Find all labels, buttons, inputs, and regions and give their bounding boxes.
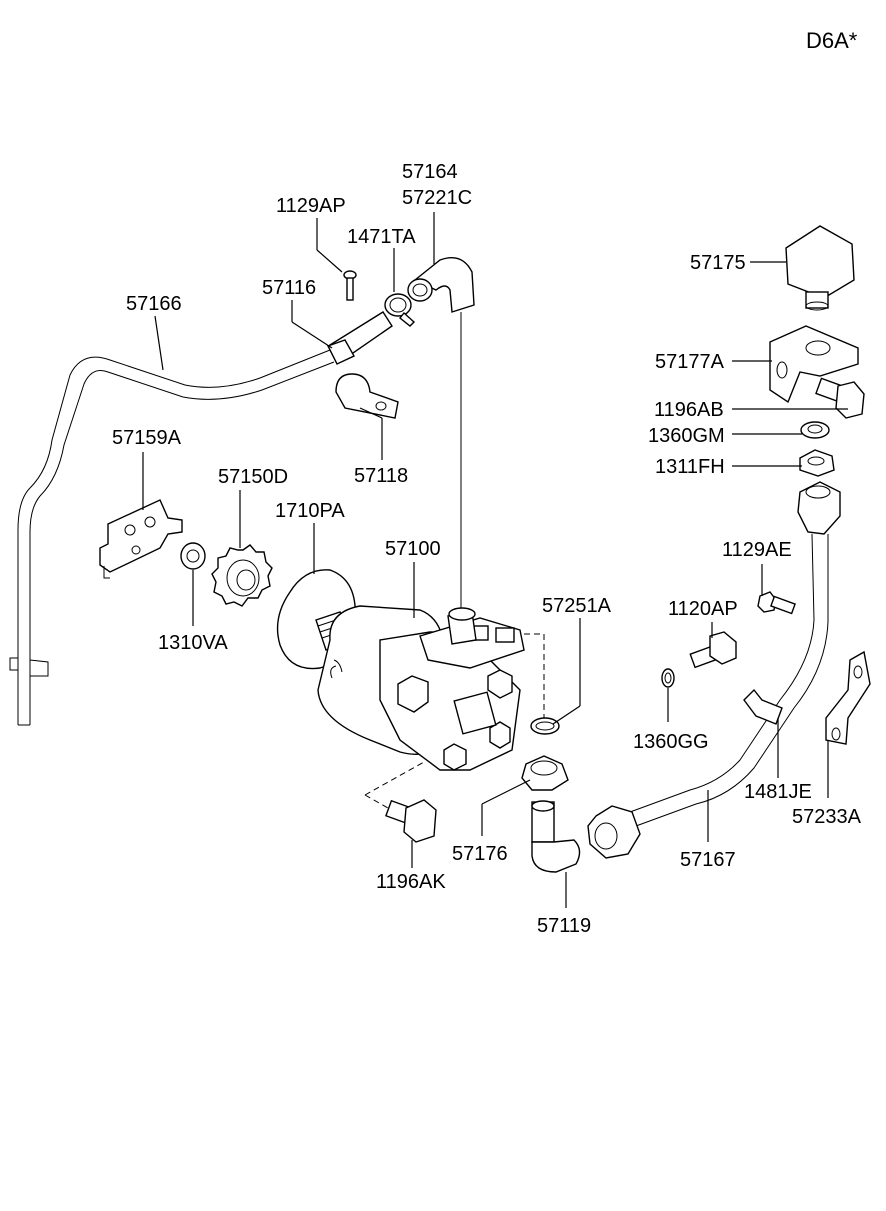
label-1360GG: 1360GG: [633, 731, 709, 753]
label-1196AK: 1196AK: [376, 871, 446, 893]
label-57150D: 57150D: [218, 466, 288, 488]
bolt-1120AP: [689, 631, 737, 669]
pipe-57166: [9, 349, 335, 726]
label-1120AP: 1120AP: [668, 598, 738, 620]
nut-1311FH: [799, 449, 835, 477]
label-57251A: 57251A: [542, 595, 612, 617]
diagram-code: D6A*: [806, 28, 858, 53]
bracket-57233A: [825, 650, 871, 745]
washer-1360GM: [800, 421, 830, 439]
label-1481JE: 1481JE: [744, 781, 812, 803]
label-57118: 57118: [354, 465, 408, 487]
label-57100: 57100: [385, 538, 441, 560]
pipe-57167: [587, 481, 841, 859]
label-1710PA: 1710PA: [275, 500, 345, 522]
pump-57100: [315, 605, 545, 809]
label-57221C: 57221C: [402, 187, 472, 209]
label-57166: 57166: [126, 293, 182, 315]
bolt-1196AK: [385, 799, 437, 843]
label-57159A: 57159A: [112, 427, 182, 449]
label-1129AE: 1129AE: [722, 539, 792, 561]
oring-57251A: [530, 717, 560, 735]
label-1196AB: 1196AB: [654, 399, 724, 421]
part-labels: 57164 57221C 1129AP 1471TA 57116 57166 5…: [112, 161, 862, 937]
label-57164: 57164: [402, 161, 458, 183]
bolt-1129AE: [757, 591, 796, 615]
label-57116: 57116: [262, 277, 316, 299]
label-1360GM: 1360GM: [648, 425, 725, 447]
clamp-1481JE: [743, 688, 783, 725]
label-57167: 57167: [680, 849, 736, 871]
reservoir-57175: [785, 225, 855, 311]
bolt-1129AP: [343, 270, 357, 301]
nut-1310VA: [180, 542, 206, 570]
nut-57176: [521, 755, 569, 791]
label-57175: 57175: [690, 252, 746, 274]
leader-lines: [142, 212, 848, 908]
bracket-57177A: [769, 325, 859, 404]
elbow-57119: [531, 800, 581, 873]
label-57176: 57176: [452, 843, 508, 865]
label-1311FH: 1311FH: [655, 456, 725, 478]
washer-1360GG: [661, 668, 675, 688]
clamp-1471TA: [384, 293, 416, 327]
label-1129AP: 1129AP: [276, 195, 346, 217]
bolt-1196AB: [815, 377, 865, 419]
hose-57116: [327, 311, 393, 365]
label-1471TA: 1471TA: [347, 226, 416, 248]
label-57119: 57119: [537, 915, 591, 937]
elbow-hose-57164: [407, 257, 475, 612]
label-1310VA: 1310VA: [158, 632, 228, 654]
label-57177A: 57177A: [655, 351, 725, 373]
clip-57118: [335, 373, 399, 419]
bracket-57159A: [99, 499, 183, 579]
label-57233A: 57233A: [792, 806, 862, 828]
gear-57150D: [211, 544, 273, 607]
